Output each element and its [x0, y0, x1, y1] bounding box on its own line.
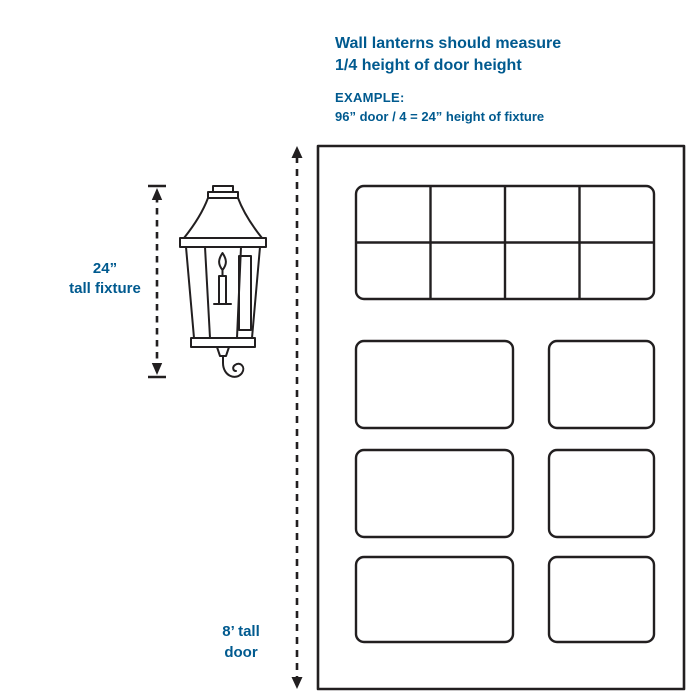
- door-measure-line: [291, 146, 303, 689]
- example-block: EXAMPLE: 96” door / 4 = 24” height of fi…: [335, 89, 635, 127]
- lantern-finial: [207, 185, 239, 199]
- door-window-grid: [354, 184, 656, 301]
- rule-heading-line2: 1/4 height of door height: [335, 56, 522, 74]
- fixture-measure-arrow-top: [151, 188, 163, 200]
- fixture-height-value: 24”: [92, 260, 118, 277]
- example-label: EXAMPLE:: [335, 90, 405, 105]
- lantern-drawing: [179, 185, 267, 378]
- door-drawing: [316, 144, 686, 691]
- door-height-label: 8’ tall door: [200, 621, 282, 663]
- door-measure-arrow-bottom: [291, 677, 303, 689]
- lantern-bottom-band: [190, 337, 256, 348]
- rule-heading: Wall lanterns should measure 1/4 height …: [335, 33, 595, 76]
- lantern-roof: [183, 197, 263, 239]
- lantern-candle: [213, 252, 232, 305]
- fixture-measure-line: [148, 184, 166, 379]
- door-panels: [354, 339, 656, 644]
- door-height-value: 8’ tall: [222, 623, 260, 640]
- lantern-shoulder-band: [179, 237, 267, 248]
- door-outline: [316, 144, 686, 691]
- door-measure-arrow-top: [291, 146, 303, 158]
- fixture-height-label: 24” tall fixture: [55, 259, 155, 300]
- door-height-caption: door: [224, 644, 258, 661]
- lantern-body: [185, 246, 261, 339]
- fixture-measure-arrow-bottom: [151, 363, 163, 375]
- lantern-bracket: [216, 346, 245, 378]
- rule-heading-line1: Wall lanterns should measure: [335, 35, 562, 52]
- fixture-height-caption: tall fixture: [69, 280, 141, 298]
- example-text: 96” door / 4 = 24” height of fixture: [335, 108, 545, 124]
